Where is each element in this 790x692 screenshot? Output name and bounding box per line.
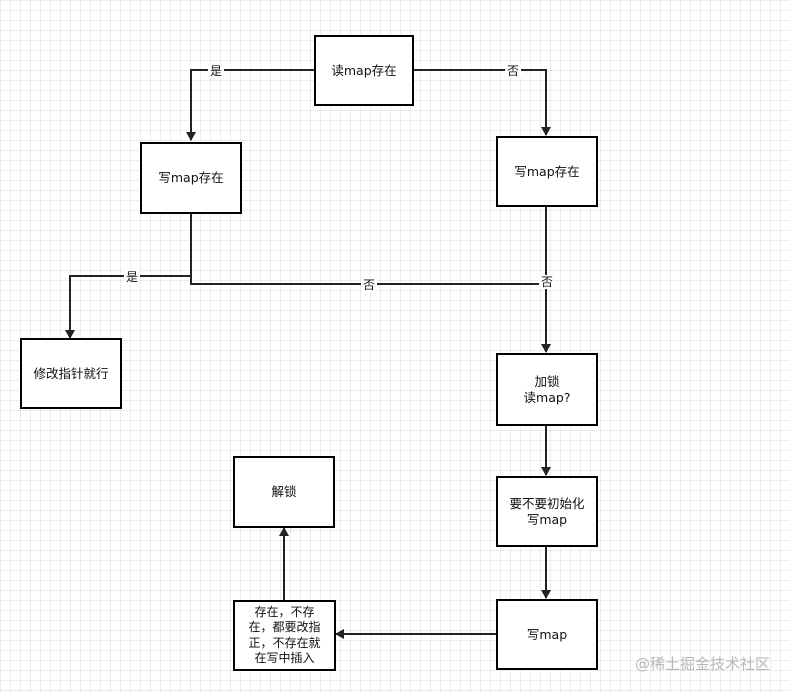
node-modify-pointer: 修改指针就行 — [20, 338, 122, 409]
edge-label-yes-mid: 是 — [124, 270, 141, 284]
edge-read-no — [413, 69, 551, 136]
edge-label-yes-top: 是 — [208, 64, 225, 78]
node-write-map: 写map — [496, 599, 598, 670]
node-read-map-exists: 读map存在 — [314, 35, 414, 106]
edge-label-no-top: 否 — [505, 64, 522, 78]
edge-label-no-right: 否 — [539, 275, 556, 289]
edge-write-left-branch — [190, 213, 546, 285]
edge-read-yes — [186, 69, 314, 141]
node-unlock: 解锁 — [233, 456, 335, 528]
node-lock-read-map: 加锁 读map? — [496, 353, 598, 426]
node-write-map-exists-right: 写map存在 — [496, 136, 598, 207]
node-write-map-exists-left: 写map存在 — [140, 142, 242, 214]
node-exist-insert: 存在，不存 在，都要改指 正，不存在就 在写中插入 — [233, 600, 336, 671]
watermark: @稀土掘金技术社区 — [634, 655, 770, 673]
edge-label-no-mid: 否 — [361, 278, 378, 292]
edge-branch-yes — [65, 275, 191, 339]
node-init-write-map: 要不要初始化 写map — [496, 476, 598, 547]
